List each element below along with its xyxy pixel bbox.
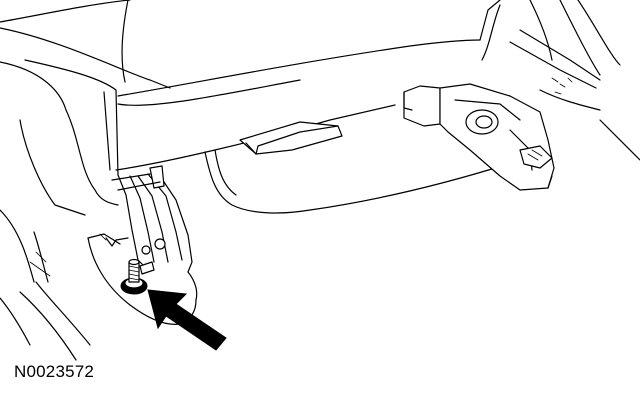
callout-arrow bbox=[147, 289, 227, 351]
seat-track-frame bbox=[204, 121, 506, 214]
figure-id-label: N0023572 bbox=[14, 362, 95, 381]
seat-leg-bracket bbox=[105, 165, 193, 273]
floor-carpet-edges bbox=[0, 209, 91, 361]
seat-latch-assembly bbox=[403, 0, 640, 191]
mounting-bolt bbox=[120, 258, 155, 295]
